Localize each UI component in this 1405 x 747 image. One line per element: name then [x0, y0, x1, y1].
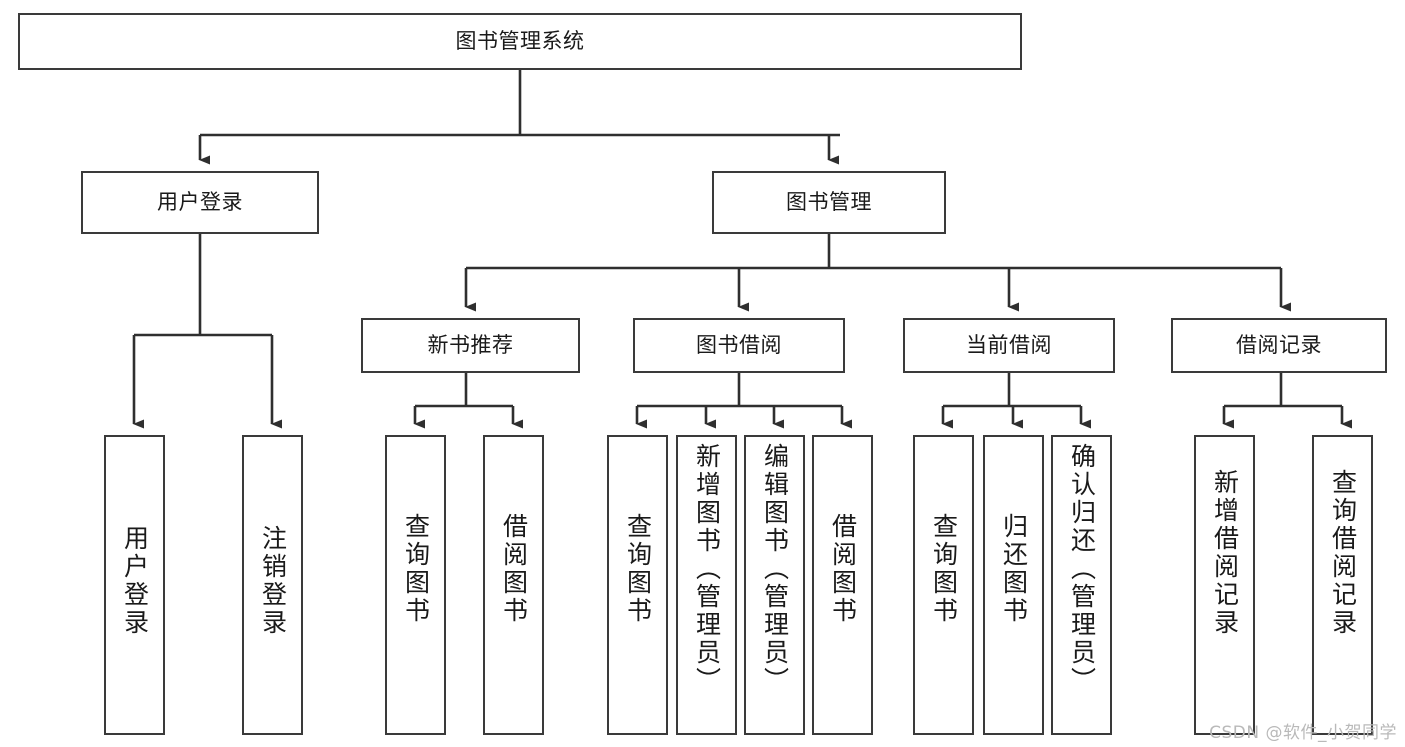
node-borrow-record-label: 借阅记录 [1236, 332, 1322, 357]
leaf-logout-label: 注销登录 [258, 525, 288, 637]
node-book-management-label: 图书管理 [786, 189, 872, 214]
leaf-query-book-bb-label: 查询图书 [623, 513, 653, 625]
node-current-borrow-label: 当前借阅 [966, 332, 1052, 357]
leaf-edit-book-admin-label: 编辑图书（管理员） [760, 443, 790, 695]
leaf-query-borrow-record-label: 查询借阅记录 [1328, 469, 1358, 637]
leaf-query-book-cb[interactable]: 查询图书 [913, 435, 974, 735]
node-book-management[interactable]: 图书管理 [712, 171, 946, 234]
leaf-borrow-book-bb[interactable]: 借阅图书 [812, 435, 873, 735]
leaf-add-book-admin-label: 新增图书（管理员） [692, 443, 722, 695]
csdn-watermark: CSDN @软件_小贺同学 [1209, 723, 1397, 743]
node-new-book-recommend[interactable]: 新书推荐 [361, 318, 580, 373]
node-borrow-record[interactable]: 借阅记录 [1171, 318, 1387, 373]
node-book-borrow-label: 图书借阅 [696, 332, 782, 357]
leaf-return-book-label: 归还图书 [999, 513, 1029, 625]
node-book-borrow[interactable]: 图书借阅 [633, 318, 845, 373]
leaf-user-login[interactable]: 用户登录 [104, 435, 165, 735]
node-root-label: 图书管理系统 [455, 28, 585, 53]
leaf-borrow-book-nbr-label: 借阅图书 [499, 513, 529, 625]
leaf-confirm-return-admin-label: 确认归还（管理员） [1067, 443, 1097, 695]
leaf-query-book-cb-label: 查询图书 [929, 513, 959, 625]
leaf-add-book-admin[interactable]: 新增图书（管理员） [676, 435, 737, 735]
leaf-edit-book-admin[interactable]: 编辑图书（管理员） [744, 435, 805, 735]
node-user-login[interactable]: 用户登录 [81, 171, 319, 234]
leaf-add-borrow-record[interactable]: 新增借阅记录 [1194, 435, 1255, 735]
node-current-borrow[interactable]: 当前借阅 [903, 318, 1115, 373]
leaf-add-borrow-record-label: 新增借阅记录 [1210, 469, 1240, 637]
leaf-user-login-label: 用户登录 [120, 525, 150, 637]
node-root[interactable]: 图书管理系统 [18, 13, 1022, 70]
leaf-query-book-nbr[interactable]: 查询图书 [385, 435, 446, 735]
leaf-borrow-book-bb-label: 借阅图书 [828, 513, 858, 625]
leaf-logout[interactable]: 注销登录 [242, 435, 303, 735]
leaf-query-book-bb[interactable]: 查询图书 [607, 435, 668, 735]
leaf-return-book[interactable]: 归还图书 [983, 435, 1044, 735]
leaf-query-book-nbr-label: 查询图书 [401, 513, 431, 625]
node-new-book-recommend-label: 新书推荐 [427, 332, 514, 357]
leaf-confirm-return-admin[interactable]: 确认归还（管理员） [1051, 435, 1112, 735]
leaf-query-borrow-record[interactable]: 查询借阅记录 [1312, 435, 1373, 735]
leaf-borrow-book-nbr[interactable]: 借阅图书 [483, 435, 544, 735]
node-user-login-label: 用户登录 [157, 189, 243, 214]
